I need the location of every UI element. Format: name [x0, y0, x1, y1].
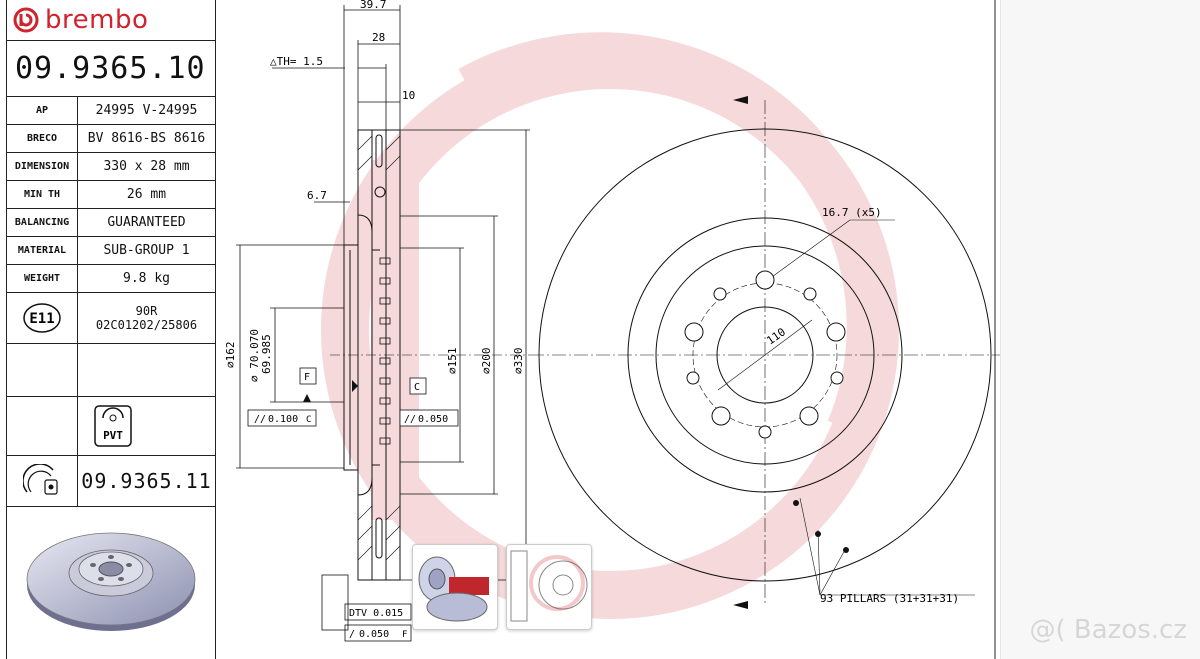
- approval-mark-text: E11: [29, 311, 54, 327]
- dim-d70: ⌀ 70.070: [248, 329, 261, 382]
- brembo-logo-icon: [13, 7, 39, 33]
- spec-value: GUARANTEED: [107, 215, 186, 230]
- alt-part-number: 09.9365.11: [81, 469, 212, 493]
- section-arrow-bottom: [733, 601, 748, 609]
- pillars-count: 93 PILLARS (31+31+31): [820, 592, 959, 605]
- technical-drawing: 39.7 28 △TH= 1.5 10 6.7 ⌀162 ⌀ 70.070 69…: [224, 0, 1000, 659]
- datum-f-triangle: [303, 394, 311, 402]
- dim-hat: 10: [402, 89, 415, 102]
- brand-name: brembo: [45, 5, 149, 35]
- datum-c-label: C: [414, 382, 420, 393]
- thumbnail-drawing-image: [510, 550, 588, 622]
- top-dimensions: [272, 5, 401, 245]
- drawing-sheet: brembo 09.9365.10 AP 24995 V-24995 BRECO…: [6, 0, 1000, 659]
- spec-row: AP 24995 V-24995: [7, 97, 215, 125]
- dim-overall: 39.7: [360, 0, 387, 11]
- pvt-row: PVT: [7, 397, 215, 456]
- approval-number: 90R 02C01202/25806: [78, 293, 215, 343]
- pillar-markers: [793, 500, 849, 553]
- parallel-tolerance-symbol: //: [254, 414, 266, 425]
- disc-section-view: [330, 129, 530, 581]
- spec-value: BV 8616-BS 8616: [87, 131, 206, 146]
- part-number: 09.9365.10: [7, 41, 215, 97]
- spec-row: MATERIAL SUB-GROUP 1: [7, 237, 215, 265]
- spec-value: 9.8 kg: [123, 271, 170, 286]
- parallel-tolerance: 0.100: [268, 414, 298, 425]
- runout-tolerance-symbol: //: [404, 414, 416, 425]
- spec-key: MIN TH: [7, 181, 78, 208]
- vertical-dimensions: [236, 129, 530, 581]
- dim-hole-size: 16.7 (x5): [822, 206, 882, 219]
- dtv-tolerance: DTV 0.015: [349, 608, 403, 619]
- spec-key: DIMENSION: [7, 153, 78, 180]
- thumbnail-drawing[interactable]: [506, 544, 592, 630]
- e-mark-icon: E11: [23, 303, 61, 333]
- spec-row: BRECO BV 8616-BS 8616: [7, 125, 215, 153]
- spec-row: BALANCING GUARANTEED: [7, 209, 215, 237]
- section-arrow-top: [733, 96, 748, 104]
- spec-value: 26 mm: [126, 187, 167, 202]
- disc-render-image: [26, 532, 196, 631]
- spec-key: WEIGHT: [7, 265, 78, 292]
- datum-c-triangle: [352, 380, 358, 392]
- spec-value: SUB-GROUP 1: [103, 243, 190, 258]
- approval-mark: E11: [7, 293, 78, 343]
- dim-th-tolerance: △TH= 1.5: [270, 55, 323, 68]
- disc-coating-icon: [23, 464, 58, 495]
- flatness-symbol: /: [349, 629, 355, 640]
- tolerance-frames: [247, 367, 459, 642]
- blank-row: [7, 344, 215, 397]
- thumbnail-disc[interactable]: [412, 544, 498, 630]
- dim-d162: ⌀162: [224, 342, 237, 369]
- thumbnail-disc-image: [418, 556, 489, 622]
- spec-row: WEIGHT 9.8 kg: [7, 265, 215, 293]
- dim-d200: ⌀200: [480, 348, 493, 375]
- brembo-watermark-icon: [321, 32, 899, 619]
- dim-pcd: 110: [764, 325, 788, 347]
- approval-line2: 02C01202/25806: [95, 318, 198, 332]
- dim-thickness: 28: [372, 31, 385, 44]
- flatness-datum: F: [402, 630, 407, 640]
- pvt-icon: PVT: [94, 405, 132, 447]
- brand-header: brembo: [7, 0, 215, 41]
- approval-row: E11 90R 02C01202/25806: [7, 293, 215, 344]
- dim-flange: 6.7: [307, 189, 327, 202]
- bolt-holes: [684, 270, 846, 439]
- approval-line1: 90R: [135, 304, 158, 318]
- datum-f-label: F: [304, 372, 310, 383]
- disc-front-view: [530, 100, 1000, 605]
- alt-part-row: 09.9365.11: [7, 456, 215, 507]
- dim-d69: 69.985: [260, 334, 273, 374]
- dim-d330: ⌀330: [512, 348, 525, 375]
- disc-render: [7, 507, 215, 647]
- right-pane: @( Bazos.cz: [1000, 0, 1200, 659]
- pvt-label: PVT: [103, 429, 123, 442]
- spec-value: 24995 V-24995: [95, 103, 198, 118]
- runout-tolerance: 0.050: [418, 414, 448, 425]
- spec-key: AP: [7, 97, 78, 124]
- bazos-watermark: @( Bazos.cz: [1029, 615, 1188, 645]
- flatness-tolerance: 0.050: [359, 629, 389, 640]
- spec-row: MIN TH 26 mm: [7, 181, 215, 209]
- dim-d151: ⌀151: [446, 348, 459, 375]
- spec-key: MATERIAL: [7, 237, 78, 264]
- parallel-datum: C: [306, 415, 311, 425]
- spec-row: DIMENSION 330 x 28 mm: [7, 153, 215, 181]
- spec-key: BALANCING: [7, 209, 78, 236]
- spec-key: BRECO: [7, 125, 78, 152]
- spec-value: 330 x 28 mm: [103, 159, 190, 174]
- spec-table: brembo 09.9365.10 AP 24995 V-24995 BRECO…: [6, 0, 216, 659]
